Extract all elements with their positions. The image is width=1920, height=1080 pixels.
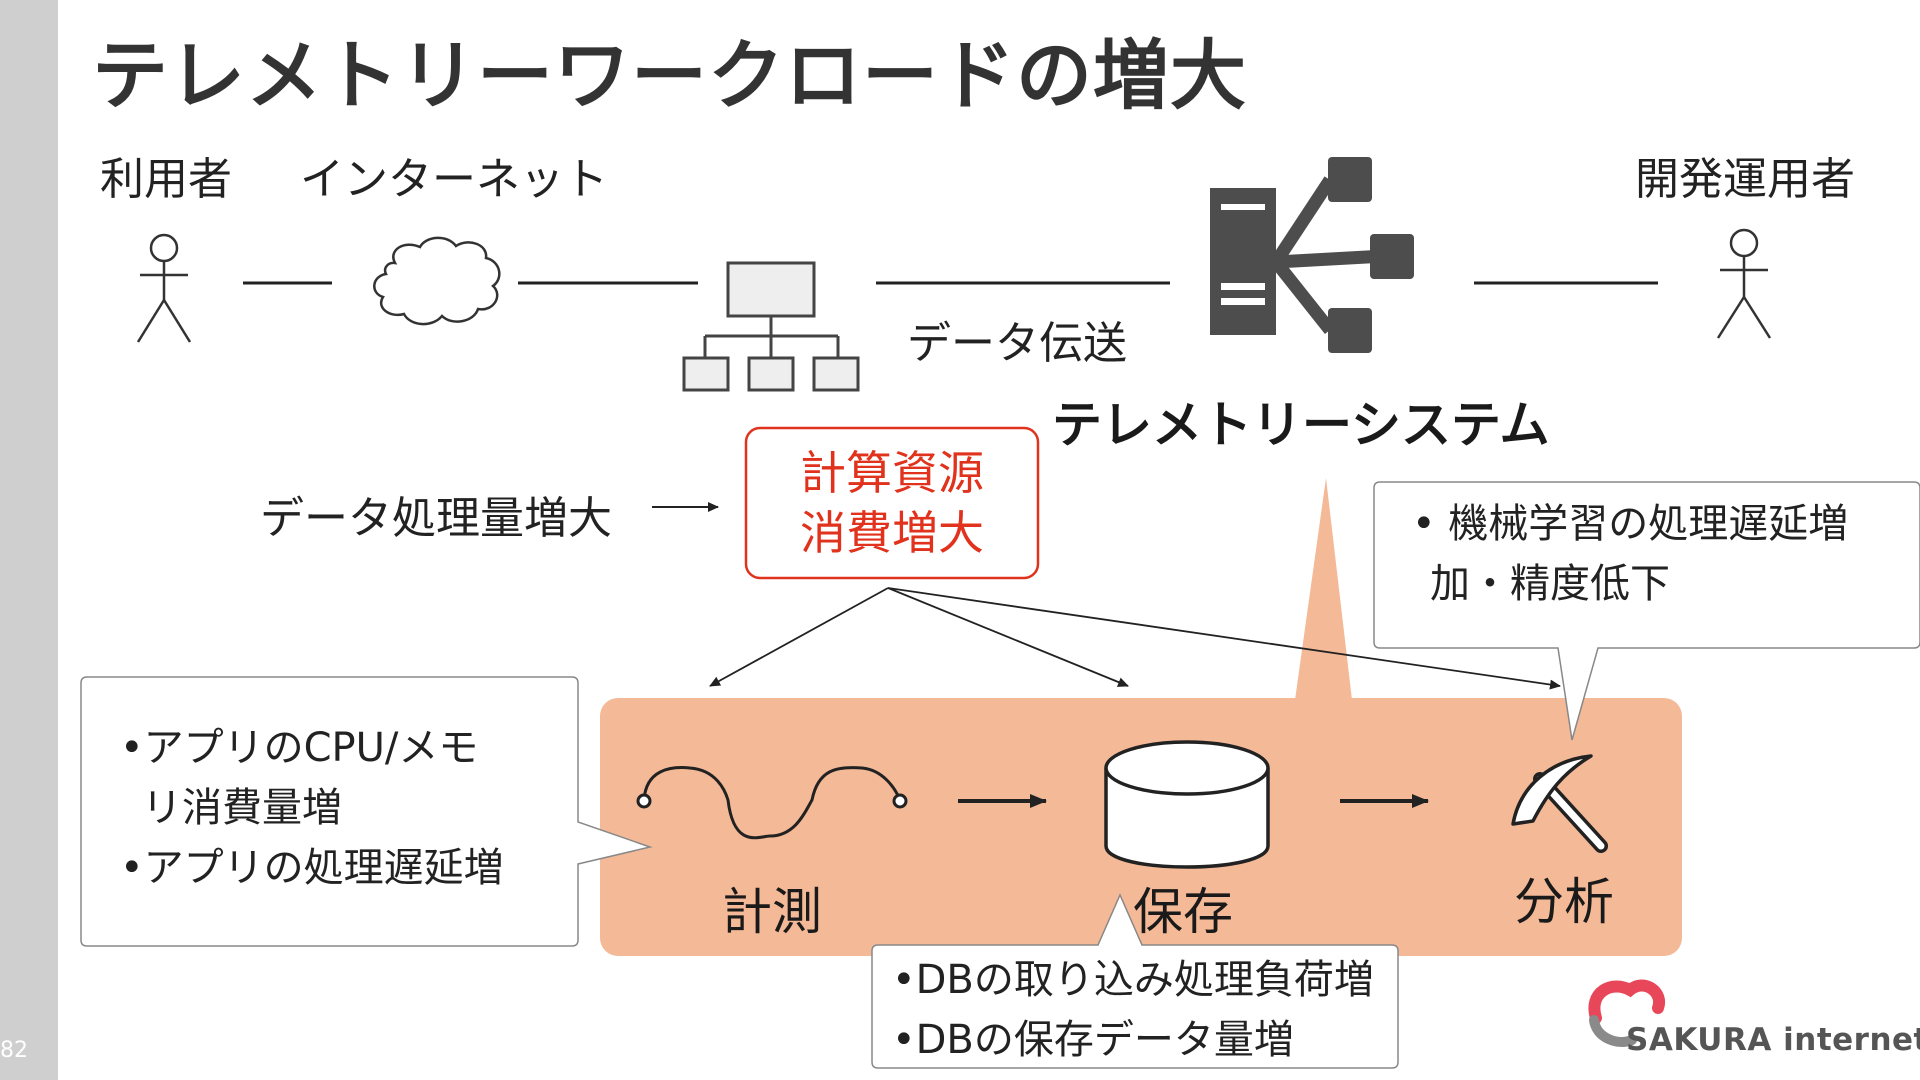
slide-side-bar [0,0,58,1080]
highlight-line-2: 消費増大 [800,506,984,560]
slide-number: 82 [0,1038,28,1063]
devops-person-icon [1716,228,1772,339]
devops-label: 開発運用者 [1635,154,1855,205]
callout-app-line-1: •アプリのCPU/メモ [120,725,479,771]
internet-label: インターネット [300,154,608,205]
data-transfer-label: データ伝送 [907,318,1127,369]
highlight-text-block: 計算資源 消費増大 [746,443,1038,563]
slide-title: テレメトリーワークロードの増大 [92,31,1247,120]
callout-db-line-2: •DBの保存データ量増 [892,1017,1294,1063]
pickaxe-icon [1511,754,1608,853]
sakura-logo-icon [1588,979,1665,1047]
telemetry-spike [1295,478,1352,700]
callout-app-line-3: •アプリの処理遅延増 [120,845,504,891]
highlight-box [744,426,1040,580]
callout-db-bubble [871,893,1399,1069]
highlight-line-1: 計算資源 [800,446,984,500]
data-volume-increase-label: データ処理量増大 [260,493,612,544]
stage-analyze-label: 分析 [1514,873,1614,931]
user-person-icon [136,233,192,343]
callout-db-line-1: •DBの取り込み処理負荷増 [892,957,1374,1003]
impact-arrow-store [887,587,1129,687]
stage-store-label: 保存 [1133,883,1233,941]
database-icon [1104,740,1270,869]
waveform-icon [636,766,908,840]
sakura-internet-logo: SAKURA internet [1626,1022,1920,1058]
callout-app-bubble [80,676,653,947]
callout-ml-line-1: • 機械学習の処理遅延増 [1412,501,1849,547]
callout-app-line-2: リ消費量増 [142,785,342,831]
server-distribution-icon [1210,157,1414,353]
callout-db-text: •DBの取り込み処理負荷増 •DBの保存データ量増 [892,950,1374,1070]
callout-ml-text: • 機械学習の処理遅延増 加・精度低下 [1412,494,1848,614]
telemetry-system-label: テレメトリーシステム [1052,396,1550,454]
user-label: 利用者 [100,154,232,205]
callout-ml-line-2: 加・精度低下 [1430,561,1670,607]
impact-arrow-measure [709,587,889,687]
impact-arrow-analyze [887,587,1561,690]
network-hierarchy-icon [682,261,860,392]
stage-measure-label: 計測 [722,883,822,941]
callout-app-text: •アプリのCPU/メモ リ消費量増 •アプリの処理遅延増 [120,718,504,898]
cloud-icon [373,236,501,326]
